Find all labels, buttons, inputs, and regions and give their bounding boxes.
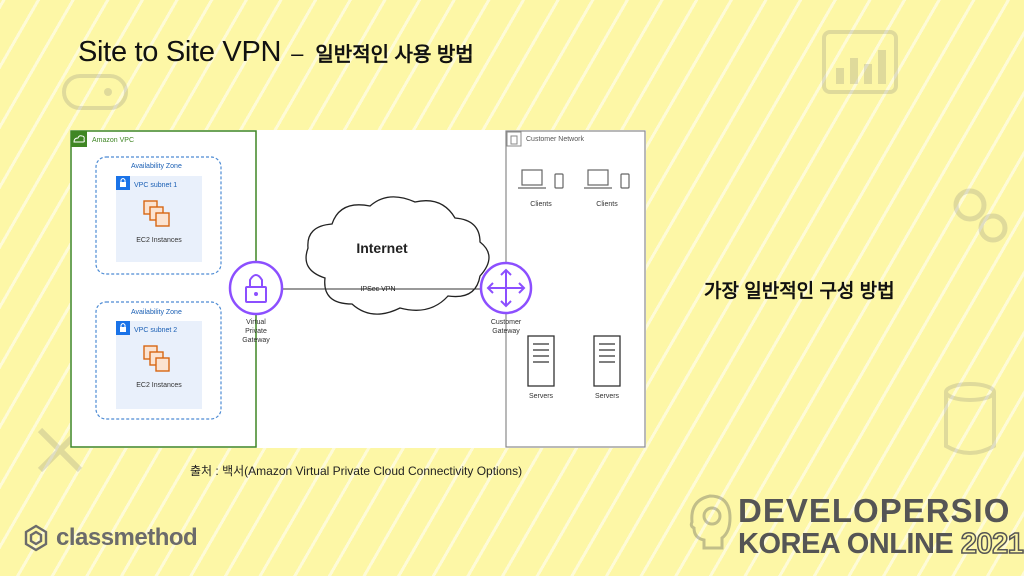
ipsec-vpn-label: IPSec VPN — [360, 286, 395, 293]
ec2-instances-1-label: EC2 Instances — [136, 237, 182, 244]
ec2-instances-2-icon — [143, 345, 170, 372]
clients-2-label: Clients — [596, 201, 618, 208]
servers-1-label: Servers — [529, 393, 554, 400]
customer-gateway-label-2: Gateway — [492, 328, 520, 335]
virtual-private-gateway-label-3: Gateway — [242, 337, 270, 344]
virtual-private-gateway-label-2: Private — [245, 328, 267, 335]
clients-1-icon — [518, 169, 564, 189]
diagram-caption: 출처 : 백서(Amazon Virtual Private Cloud Con… — [190, 464, 523, 478]
clients-2-icon — [584, 169, 630, 189]
vpn-architecture-diagram: Amazon VPC Availability Zone VPC subnet … — [70, 130, 646, 448]
vpc-subnet-1-label: VPC subnet 1 — [134, 182, 177, 189]
page-title: Site to Site VPN – 일반적인 사용 방법 — [78, 36, 474, 69]
internet-cloud — [305, 196, 490, 315]
availability-zone-1-box — [95, 156, 222, 275]
availability-zone-1-label: Availability Zone — [131, 163, 182, 170]
customer-gateway-label-1: Customer — [491, 319, 522, 326]
virtual-private-gateway-label-1: Virtual — [246, 319, 266, 326]
developersio-logo: DEVELOPERSIO KOREA ONLINE 2021 — [686, 488, 1024, 568]
developersio-event: KOREA ONLINE 2021 — [738, 527, 1024, 561]
classmethod-wordmark: classmethod — [56, 524, 198, 551]
amazon-vpc-label: Amazon VPC — [92, 137, 134, 144]
title-separator: – — [291, 41, 304, 66]
title-main: Site to Site VPN — [78, 36, 282, 68]
classmethod-mark-icon — [24, 524, 48, 552]
classmethod-logo: classmethod — [22, 524, 198, 552]
servers-2-label: Servers — [595, 393, 620, 400]
ec2-instances-1-icon — [143, 200, 170, 227]
developersio-wordmark: DEVELOPERSIO — [738, 492, 1011, 529]
availability-zone-2-label: Availability Zone — [131, 309, 182, 316]
developersio-event-year: 2021 — [960, 527, 1024, 561]
side-note: 가장 일반적인 구성 방법 — [704, 281, 895, 302]
background-database-icon — [944, 382, 996, 455]
developersio-event-name: KOREA ONLINE — [738, 528, 954, 560]
background-gamepad-icon — [62, 74, 128, 110]
servers-2-icon — [593, 335, 621, 387]
vpc-subnet-2-label: VPC subnet 2 — [134, 327, 177, 334]
title-subtitle: 일반적인 사용 방법 — [315, 44, 474, 66]
clients-1-label: Clients — [530, 201, 552, 208]
customer-network-label: Customer Network — [526, 136, 584, 143]
availability-zone-2-box — [95, 301, 222, 420]
background-gears-icon — [953, 188, 1008, 243]
internet-label: Internet — [356, 240, 408, 256]
ec2-instances-2-label: EC2 Instances — [136, 382, 182, 389]
servers-1-icon — [527, 335, 555, 387]
aws-cloud-icon — [71, 131, 87, 147]
background-chart-icon — [822, 30, 898, 94]
developersio-head-icon — [689, 494, 732, 550]
